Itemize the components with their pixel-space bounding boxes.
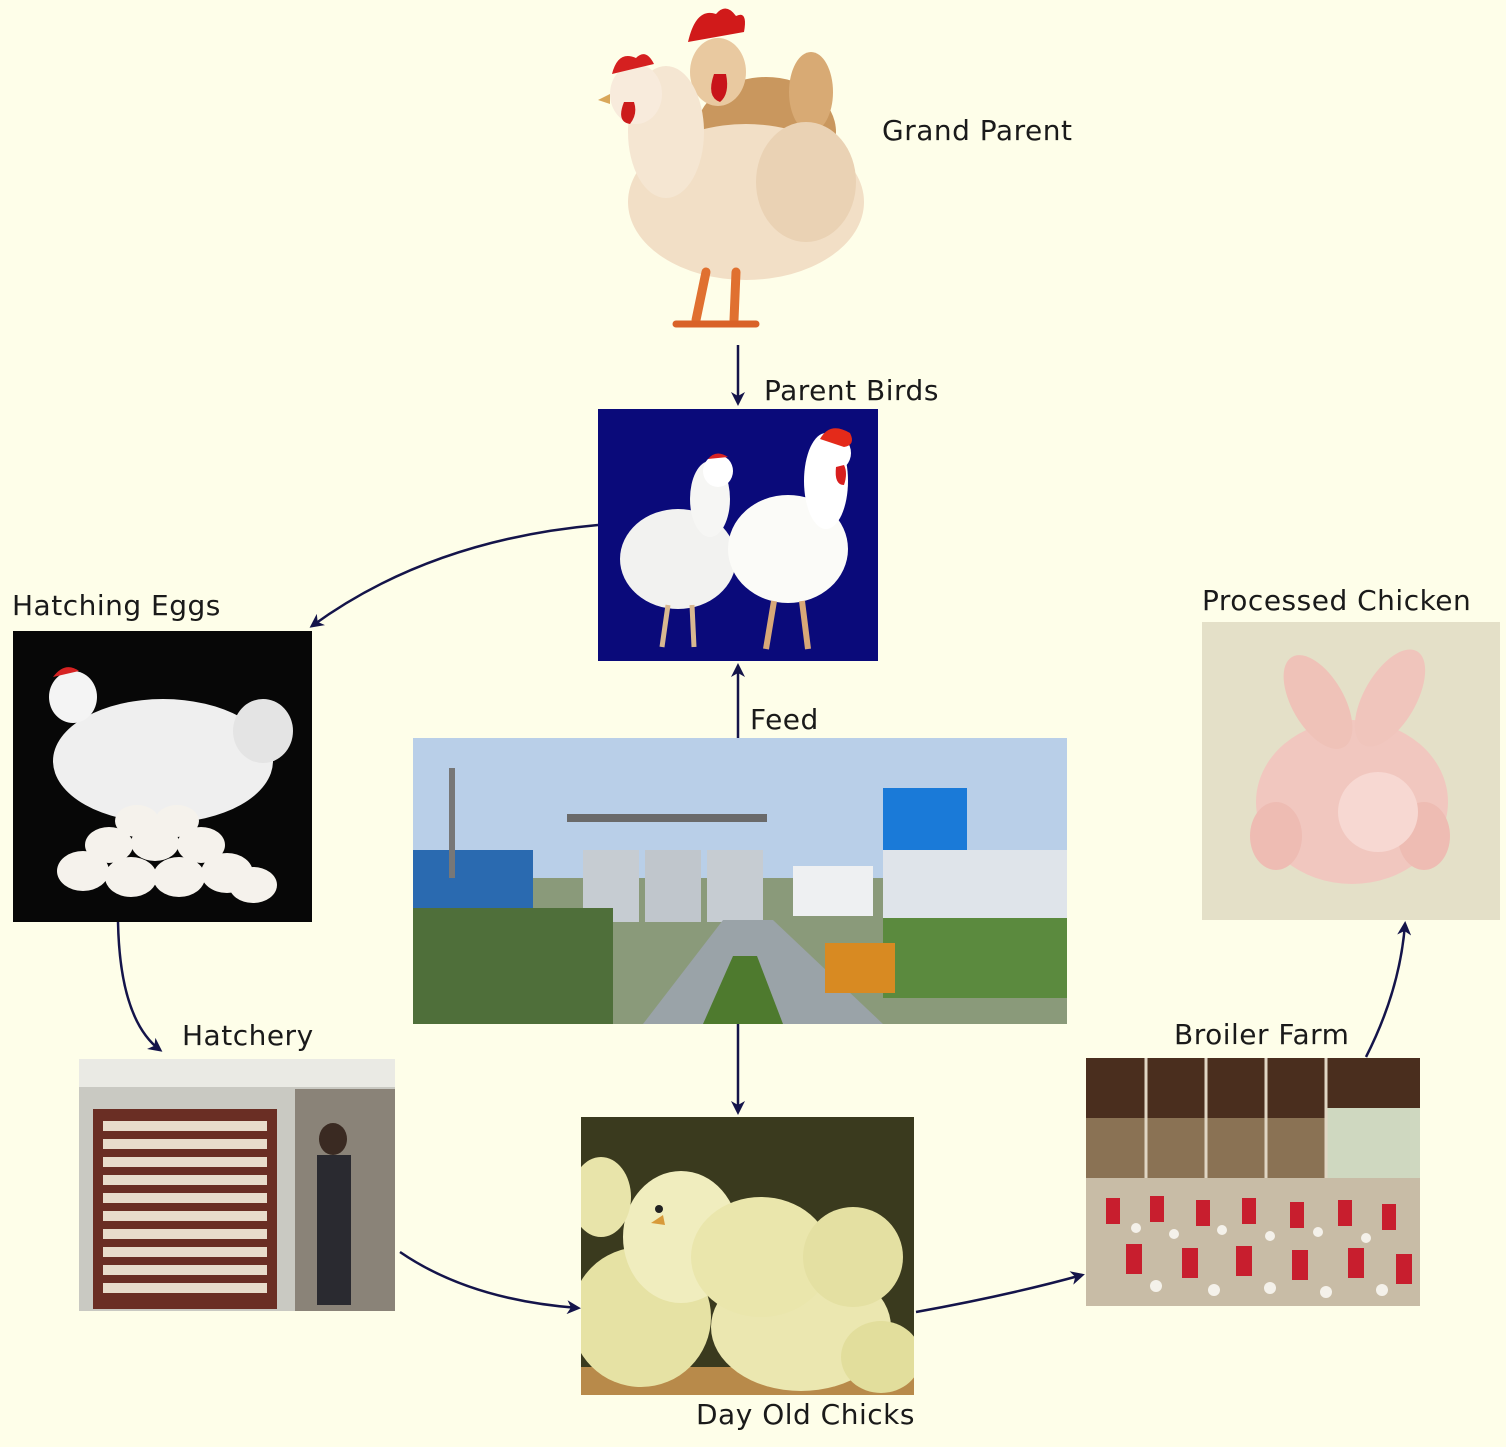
hatching-eggs-label: Hatching Eggs [12,589,221,622]
dressed-chicken-icon [1202,622,1500,920]
edge-hatching-eggs-to-hatchery [118,922,160,1050]
parent-birds-label: Parent Birds [764,374,939,407]
egg-incubator-rack-icon [79,1059,395,1311]
parent-birds-image [598,409,878,661]
hatchery-label: Hatchery [182,1019,314,1052]
processed-chicken-image [1202,622,1500,920]
edge-parent-birds-to-hatching-eggs [312,525,598,626]
edge-broiler-farm-to-processed-chicken [1366,924,1405,1057]
hen-on-eggs-icon [13,631,312,922]
hatchery-image [79,1059,395,1311]
broiler-farm-image [1086,1058,1420,1306]
grand-parent-image [596,2,876,340]
white-breeder-pair-icon [598,409,878,661]
grand-parent-label: Grand Parent [882,114,1072,147]
rooster-and-hen-icon [596,2,876,340]
edge-day-old-chicks-to-broiler-farm [916,1275,1082,1312]
hatching-eggs-image [13,631,312,922]
edge-hatchery-to-day-old-chicks [400,1252,578,1308]
processed-chicken-label: Processed Chicken [1202,584,1471,617]
day-old-chicks-image [581,1117,914,1395]
feed-image [413,738,1067,1024]
feed-mill-icon [413,738,1067,1024]
yellow-chicks-icon [581,1117,914,1395]
broiler-farm-label: Broiler Farm [1174,1018,1349,1051]
broiler-shed-icon [1086,1058,1420,1306]
feed-label: Feed [750,703,819,736]
day-old-chicks-label: Day Old Chicks [696,1398,915,1431]
